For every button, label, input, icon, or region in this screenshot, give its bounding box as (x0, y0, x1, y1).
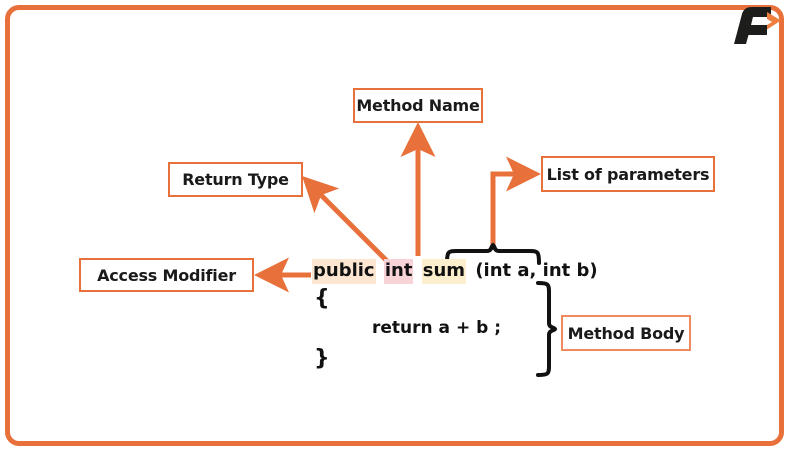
label-method-name: Method Name (353, 88, 483, 123)
code-space-1 (376, 259, 384, 284)
code-token-method-name: sum (421, 258, 467, 284)
code-space-3 (466, 259, 474, 284)
code-brace-close: } (314, 346, 330, 371)
page-border-frame (5, 5, 784, 446)
label-return-type: Return Type (168, 162, 303, 197)
arrow-int-to-return-type (302, 176, 392, 266)
code-token-return-type: int (383, 258, 414, 284)
label-access-modifier: Access Modifier (79, 258, 254, 292)
brace-method-body (536, 281, 558, 377)
code-signature-line: public int sum (int a, int b) (312, 258, 599, 284)
code-space-2 (413, 259, 421, 284)
code-token-parameters: (int a, int b) (475, 259, 598, 281)
elbow-params-to-list-of-parameters (490, 156, 542, 250)
code-token-access-modifier: public (312, 258, 376, 284)
code-body-statement: return a + b ; (372, 318, 501, 338)
f-arrow-logo (726, 6, 784, 48)
label-list-of-parameters: List of parameters (541, 156, 715, 192)
code-brace-open: { (314, 286, 330, 311)
label-method-body: Method Body (561, 315, 691, 351)
